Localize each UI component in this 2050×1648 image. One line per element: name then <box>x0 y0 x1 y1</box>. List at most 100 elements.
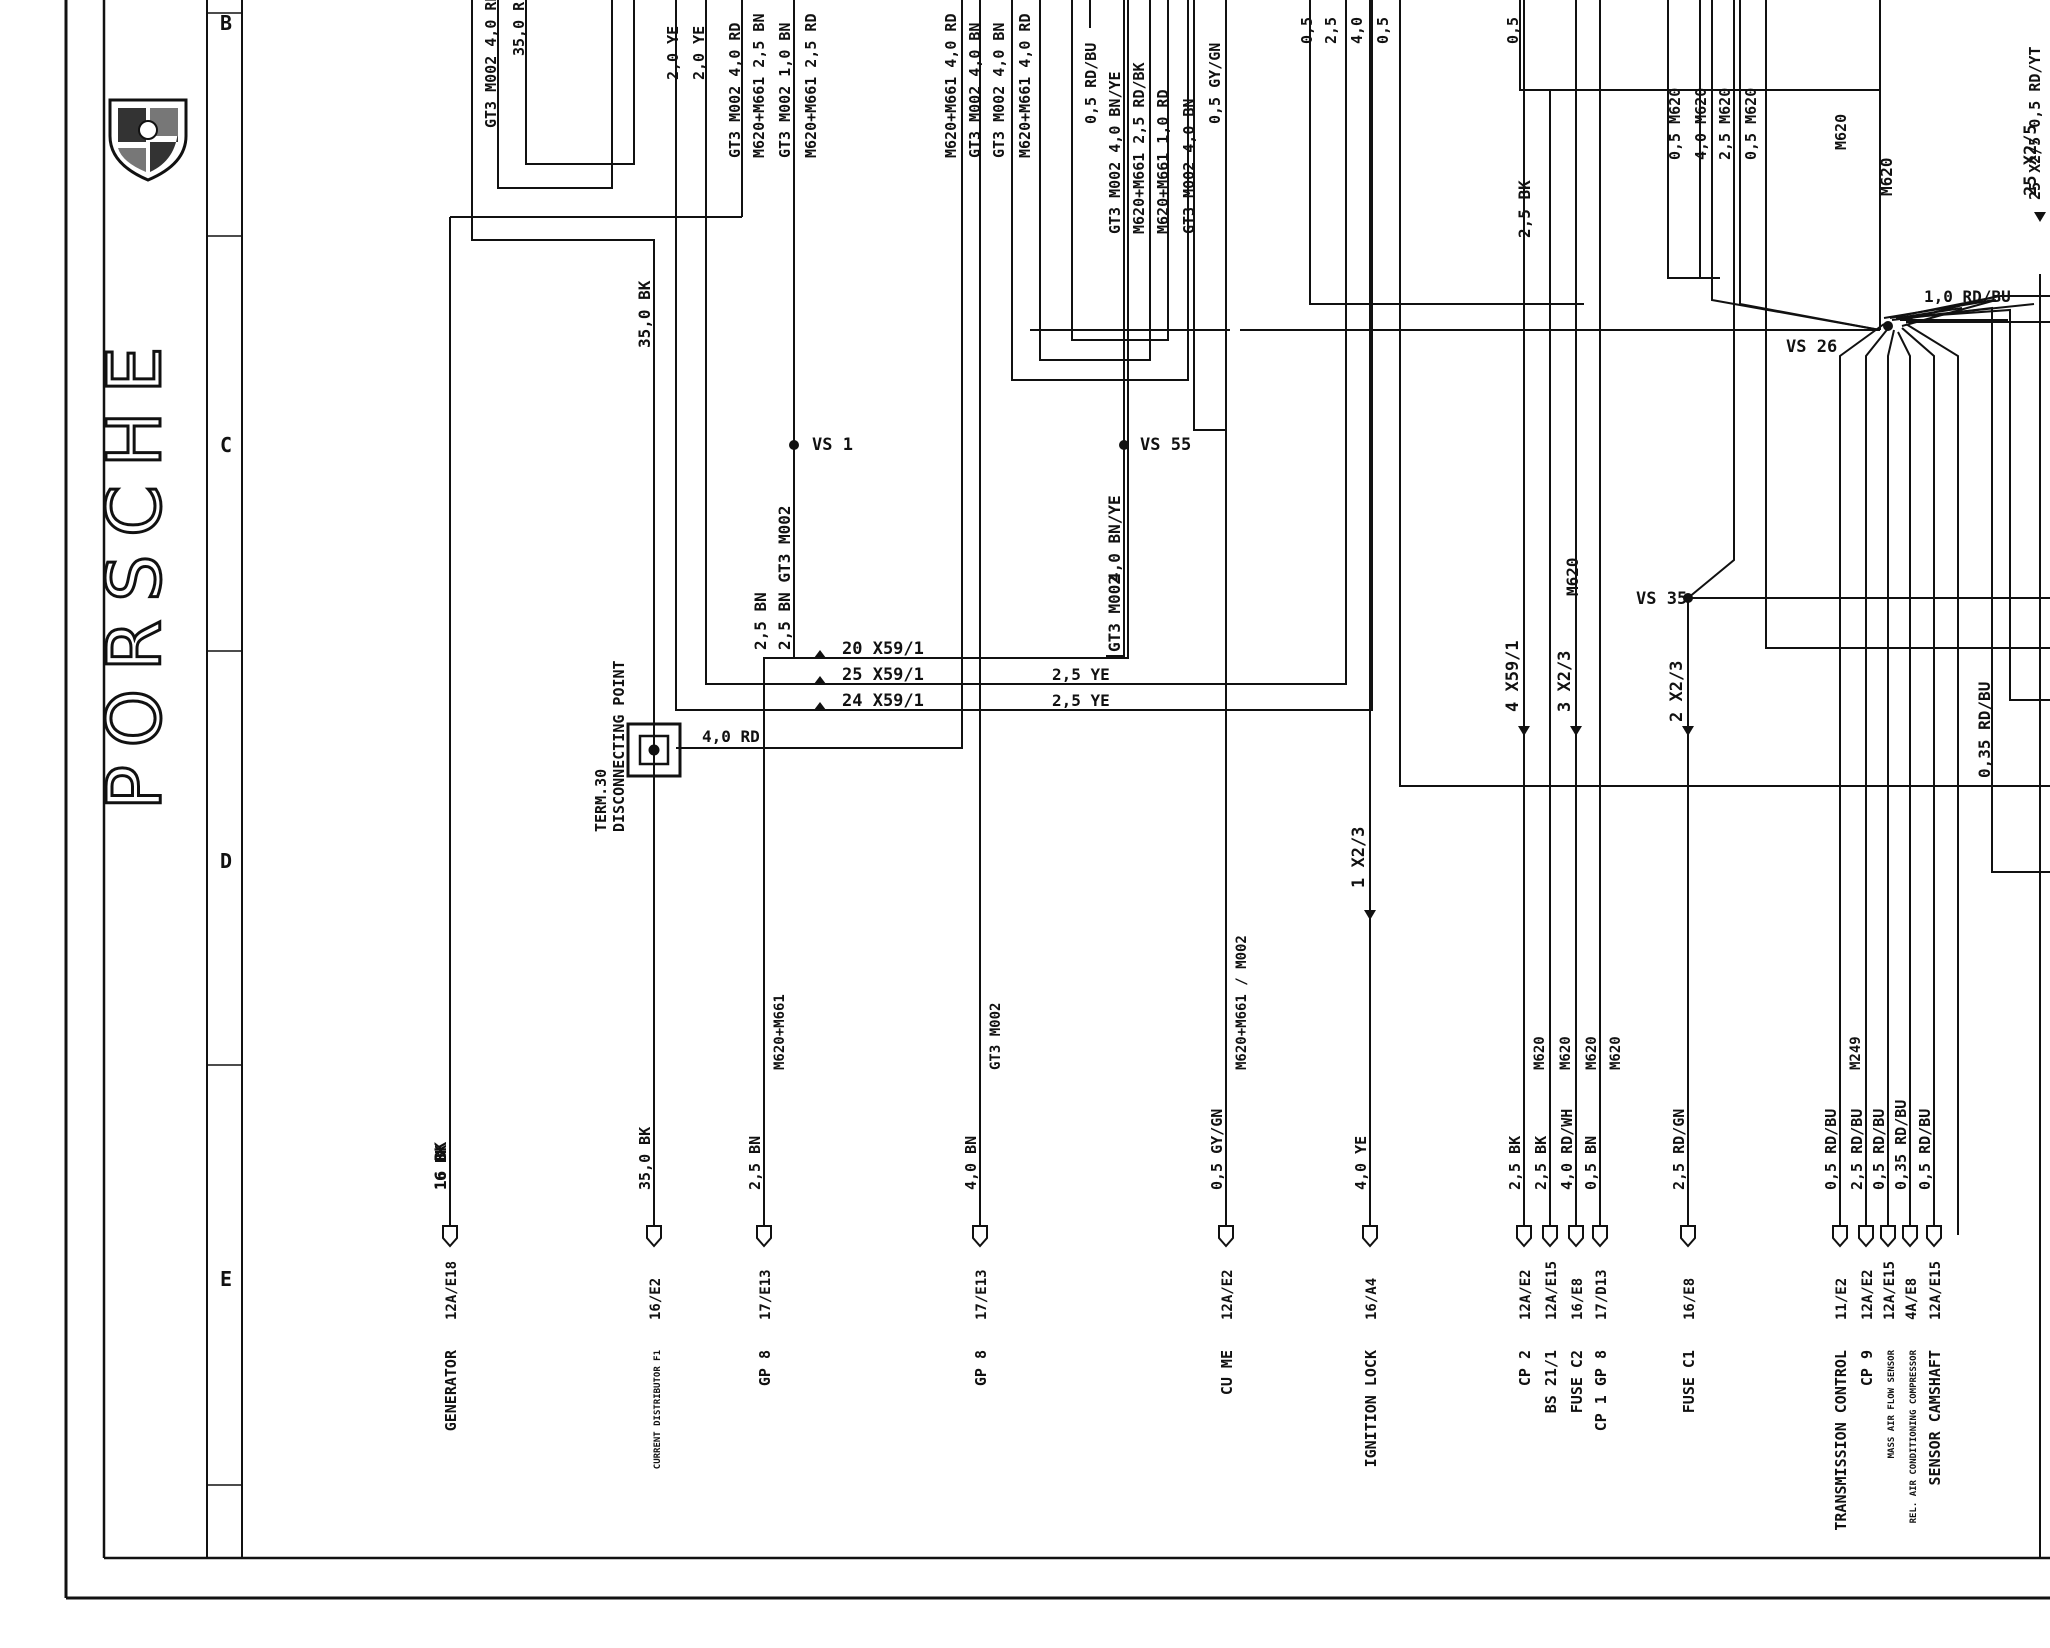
term30-label: DISCONNECTING POINT <box>610 660 628 832</box>
junction-dots <box>789 321 1893 603</box>
brand-wordmark: PORSCHE <box>92 329 178 810</box>
component-name: GENERATOR <box>442 1349 460 1431</box>
bottom-wire-label: 2,5 RD/BU <box>1848 1109 1866 1190</box>
bottom-variant-label: GT3 M002 <box>988 1003 1004 1070</box>
top-wire-label: GT3 M002 4,0 BN/YE <box>1106 71 1124 234</box>
top-wire-label: 35,0 R <box>510 1 528 56</box>
top-wire-label: 4,0 M620 <box>1692 88 1710 160</box>
bottom-variant-label: M249 <box>1848 1036 1864 1070</box>
porsche-crest-icon <box>108 98 188 182</box>
terminal-arrow-icon <box>756 1225 772 1248</box>
top-wire-label: M620+M661 1,0 RD <box>1154 90 1172 235</box>
top-wire-label: 4,0 <box>1348 17 1366 44</box>
connector-label: 25 X2/5 <box>2021 124 2041 196</box>
connector-label: 20 X59/1 <box>842 639 924 659</box>
component-name: IGNITION LOCK <box>1362 1350 1380 1467</box>
terminal-arrow-icon <box>1568 1225 1584 1248</box>
component-name: FUSE C1 <box>1680 1350 1698 1413</box>
component-name: CP 1 GP 8 <box>1592 1350 1610 1431</box>
bottom-wire-label: 16 BK <box>432 1145 450 1190</box>
terminal-arrow-icon <box>1680 1225 1696 1248</box>
connector-label: 24 X59/1 <box>842 691 924 711</box>
top-wire-label: M620 <box>1832 114 1850 150</box>
wire-label: 2,5 YE <box>1052 665 1110 684</box>
connector-label: 4 X59/1 <box>1503 640 1523 712</box>
drawing-frame <box>64 0 2050 1600</box>
top-wire-label: 2,0 YE <box>690 26 708 80</box>
wire-label: 16 BK <box>431 1141 450 1190</box>
bottom-variant-label: M620 <box>1608 1036 1624 1070</box>
zone-label: C <box>220 433 232 457</box>
component-ref: 12A/E15 <box>1882 1261 1898 1320</box>
bottom-wire-label: 4,0 YE <box>1352 1136 1370 1190</box>
component-ref: 16/A4 <box>1364 1278 1380 1320</box>
terminal-arrow-icon <box>1218 1225 1234 1248</box>
bottom-wire-label: 35,0 BK <box>636 1127 654 1190</box>
terminal-arrow-icon <box>1880 1225 1896 1248</box>
zone-label: B <box>220 11 232 35</box>
component-name: BS 21/1 <box>1542 1350 1560 1413</box>
component-ref: 17/E13 <box>758 1269 774 1320</box>
top-wire-label: M620+M661 2,5 BN <box>750 14 768 159</box>
bottom-wire-label: 4,0 BN <box>962 1136 980 1190</box>
terminal-arrow-icon <box>646 1225 662 1248</box>
wire-label: 2,5 BN <box>751 592 770 650</box>
bottom-wire-label: 0,5 RD/BU <box>1822 1109 1840 1190</box>
bottom-wire-label: 2,5 RD/GN <box>1670 1109 1688 1190</box>
top-wire-label: 2,5 <box>1322 17 1340 44</box>
top-wire-label: 0,5 M620 <box>1742 88 1760 160</box>
wire-label: 2,5 BK <box>1515 180 1534 238</box>
connector-label: 2 X2/3 <box>1667 661 1687 722</box>
terminal-arrow-icon <box>1592 1225 1608 1248</box>
bottom-variant-label: M620 <box>1532 1036 1548 1070</box>
component-ref: 4A/E8 <box>1904 1278 1920 1320</box>
terminal-arrow-icon <box>1902 1225 1918 1248</box>
component-ref: 17/E13 <box>974 1269 990 1320</box>
component-ref: 16/E8 <box>1570 1278 1586 1320</box>
component-ref: 17/D13 <box>1594 1269 1610 1320</box>
top-wire-label: M620+M661 4,0 RD <box>942 14 960 159</box>
bottom-variant-label: M620+M661 / M002 <box>1234 935 1250 1070</box>
wire-label: 4,0 BN/YE <box>1105 495 1124 582</box>
junction-vs26: VS 26 <box>1786 337 1837 357</box>
top-wire-label: 25 X2/5 0,5 RD/YT <box>2026 46 2044 200</box>
component-ref: 12A/E15 <box>1928 1261 1944 1320</box>
component-ref: 16/E8 <box>1682 1278 1698 1320</box>
top-wire-label: GT3 M002 4,0 BN <box>990 23 1008 158</box>
terminal-arrow-icon <box>1516 1225 1532 1248</box>
top-wire-label: 0,5 GY/GN <box>1206 43 1224 124</box>
bottom-variant-label: M620+M661 <box>772 994 788 1070</box>
component-name: CU ME <box>1218 1350 1236 1395</box>
component-name: SENSOR CAMSHAFT <box>1926 1350 1944 1485</box>
term30-label: TERM.30 <box>592 769 610 832</box>
top-wire-label: GT3 M002 4,0 RD <box>482 0 500 128</box>
top-wire-label: M620+M661 2,5 RD/BK <box>1130 62 1148 234</box>
wire-label: M620 <box>1877 157 1896 196</box>
wire-label: GT3 M002 <box>1105 575 1124 652</box>
terminal-arrow-icon <box>442 1225 458 1248</box>
terminal-arrow-icon <box>972 1225 988 1248</box>
top-wire-label: M620+M661 2,5 RD <box>802 14 820 159</box>
wire-label: M620 <box>1563 557 1582 596</box>
connector-marks <box>814 212 2046 920</box>
top-wire-label: 0,5 RD/BU <box>1082 43 1100 124</box>
connector-label: 25 X59/1 <box>842 665 924 685</box>
bottom-wire-label: 0,35 RD/BU <box>1892 1100 1910 1190</box>
top-wire-label: 0,5 <box>1504 17 1522 44</box>
component-name: CP 9 <box>1858 1350 1876 1386</box>
junction-vs35: VS 35 <box>1636 589 1687 609</box>
top-wire-label: GT3 M002 4,0 BN <box>966 23 984 158</box>
component-ref: 16/E2 <box>648 1278 664 1320</box>
component-ref: 12A/E2 <box>1220 1269 1236 1320</box>
junction-vs55: VS 55 <box>1140 435 1191 455</box>
top-labels: GT3 M002 4,0 RD 35,0 R 2,0 YE 2,0 YE GT3… <box>482 0 2044 234</box>
component-name: GP 8 <box>756 1350 774 1386</box>
connector-label: 1 X2/3 <box>1349 827 1369 888</box>
top-wire-label: 0,5 <box>1298 17 1316 44</box>
top-wire-label: 2,0 YE <box>664 26 682 80</box>
wire-label: 0,35 RD/BU <box>1975 682 1994 778</box>
term30-disconnect-icon <box>626 722 682 778</box>
bottom-wire-label: 2,5 BK <box>1506 1136 1524 1190</box>
